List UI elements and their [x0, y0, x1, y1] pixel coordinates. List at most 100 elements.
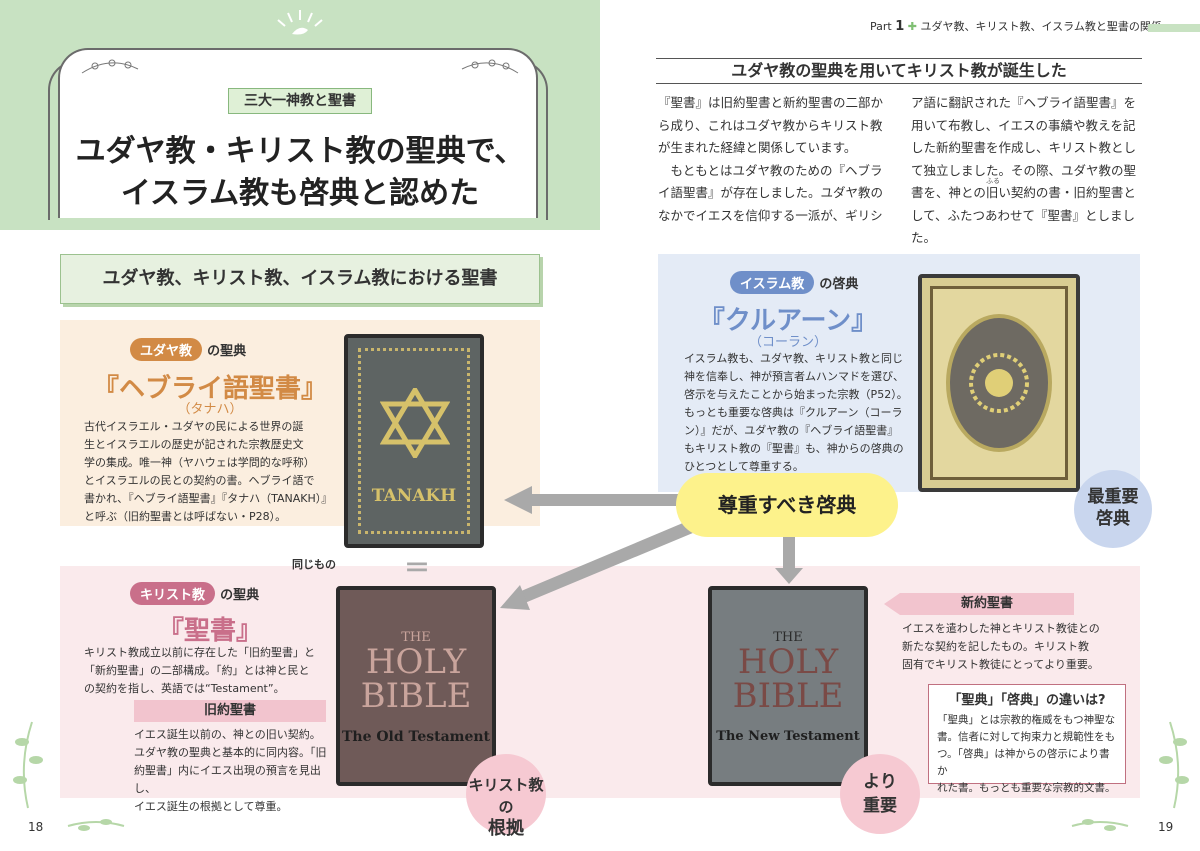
- text-line: 啓示を与えたことから始まった宗教（P52）。: [684, 388, 908, 401]
- text-line: 学の集成。唯一神（ヤハウェは学問的な呼称）: [84, 456, 315, 469]
- text-line: イスラム教も、ユダヤ教、キリスト教と同じ: [684, 352, 904, 365]
- page-number-right: 19: [1158, 820, 1174, 834]
- text-line: 「聖典」とは宗教的権威をもつ神聖な: [937, 714, 1116, 726]
- tanakh-cover-text: TANAKH: [371, 486, 457, 506]
- cover-holy: HOLY: [365, 642, 467, 682]
- leaf-vine-left-icon: [13, 721, 43, 809]
- intro-line: もともとはユダヤ教のための『ヘブラ: [658, 162, 883, 178]
- text-line: 神を信奉し、神が預言者ムハンマドを選び、: [684, 370, 904, 383]
- cover-subtitle: The Old Testament: [341, 729, 491, 745]
- text-line: 約聖書」内にイエス出現の預言を見出し、: [134, 764, 321, 795]
- diagram-title-band: ユダヤ教、キリスト教、イスラム教における聖書: [60, 254, 540, 304]
- vine-right-icon: [461, 59, 519, 74]
- islam-suffix: の啓典: [819, 277, 859, 292]
- intro-line: した新約聖書を作成し、キリスト教とし: [911, 140, 1137, 155]
- old-testament-text: イエス誕生以前の、神との旧い契約。 ユダヤ教の聖典と基本的に同内容。「旧 約聖書…: [134, 726, 334, 816]
- arrow-to-old-head: [500, 585, 530, 610]
- cover-subtitle: The New Testament: [716, 729, 860, 744]
- part-label: Part: [870, 20, 892, 33]
- leaf-sprig-right-icon: [1071, 819, 1129, 831]
- intro-line: ら成り、これはユダヤ教からキリスト教: [658, 117, 883, 133]
- old-testament-book-illustration: THE HOLY BIBLE The Old Testament: [336, 586, 496, 786]
- same-thing-label: 同じもの: [292, 558, 336, 571]
- leaf-vine-right-icon: [1159, 721, 1189, 809]
- judaism-reading: （タナハ）: [177, 402, 243, 417]
- intro-heading: ユダヤ教の聖典を用いてキリスト教が誕生した: [656, 58, 1142, 84]
- text-line: 生とイスラエルの歴史が記された宗教歴史文: [84, 438, 304, 451]
- difference-box: 「聖典」「啓典」の違いは? 「聖典」とは宗教的権威をもつ神聖な 書。信者に対して…: [928, 684, 1126, 794]
- part-title: ユダヤ教、キリスト教、イスラム教と聖書の関係: [920, 20, 1162, 33]
- cover-holy: HOLY: [737, 642, 839, 682]
- islam-text: イスラム教も、ユダヤ教、キリスト教と同じ 神を信奉し、神が預言者ムハンマドを選び…: [684, 350, 914, 476]
- intro-column-2: ア語に翻訳された『ヘブライ語聖書』を 用いて布教し、イエスの事績や教えを記 した…: [911, 92, 1147, 250]
- christianity-text: キリスト教成立以前に存在した「旧約聖書」と 「新約聖書」の二部構成。「約」とは神…: [84, 644, 344, 698]
- judaism-pill: ユダヤ教: [130, 338, 203, 361]
- judaism-book-title: 『ヘブライ語聖書』: [92, 374, 327, 404]
- part-separator-icon: ✚: [907, 20, 917, 33]
- intro-line: イ語聖書』が存在しました。ユダヤ教の: [658, 185, 884, 200]
- badge-line: 最重要: [1087, 487, 1139, 507]
- badge-line: より: [863, 772, 897, 792]
- new-testament-book-illustration: THE HOLY BIBLE The New Testament: [708, 586, 868, 786]
- text-line: もキリスト教の『聖書』も、神からの啓典の: [684, 442, 904, 455]
- respected-scripture-label: 尊重すべき啓典: [676, 473, 898, 537]
- badge-line: キリスト教の: [468, 776, 544, 816]
- cover-the: THE: [773, 630, 803, 645]
- text-line: キリスト教成立以前に存在した「旧約聖書」と: [84, 646, 315, 659]
- islam-label: イスラム教 の啓典: [730, 271, 858, 294]
- intro-line: て独立しました。その際、ユダヤ教の聖: [911, 162, 1137, 178]
- new-testament-label: 新約聖書: [900, 593, 1074, 615]
- arrow-to-judaism-head: [504, 486, 532, 514]
- intro-line: 用いて布教し、イエスの事績や教えを記: [911, 117, 1136, 133]
- ruby-text: ふる: [986, 177, 1000, 185]
- page-title-line2: イスラム教も啓典と認めた: [120, 176, 480, 211]
- topic-tag: 三大一神教と聖書: [228, 88, 372, 114]
- cover-the: THE: [401, 630, 431, 645]
- text-line: ユダヤ教の聖典と基本的に同内容。「旧: [134, 746, 327, 759]
- leaf-sprig-left-icon: [67, 819, 125, 831]
- intro-line: が生まれた経緯と関係しています。: [658, 140, 857, 155]
- badge-line: 啓典: [1096, 509, 1130, 529]
- badge-line: 根拠: [488, 818, 524, 839]
- text-line: イエス誕生の根拠として尊重。: [134, 800, 288, 813]
- book-page-illustration: [58, 48, 538, 218]
- difference-text: 「聖典」とは宗教的権威をもつ神聖な 書。信者に対して拘束力と規範性をも つ。「啓…: [937, 712, 1117, 797]
- new-label-arrow-icon: [884, 593, 900, 615]
- intro-line: 書を、神との旧い契約の書・旧約聖書と: [911, 185, 1136, 200]
- text-line: つ。「啓典」は神からの啓示により書か: [937, 748, 1110, 777]
- equal-sign: ＝: [404, 554, 431, 584]
- judaism-suffix: の聖典: [207, 344, 247, 359]
- christianity-pill: キリスト教: [130, 582, 216, 605]
- text-line: 書かれ、『ヘブライ語聖書』『タナハ（TANAKH）』: [84, 492, 333, 505]
- part-bar: [1148, 24, 1200, 32]
- islam-book-title: 『クルアーン』: [698, 306, 878, 336]
- dove-icon: [277, 10, 323, 35]
- text-line: の契約を指し、英語では“Testament”。: [84, 682, 285, 695]
- intro-line: 『聖書』は旧約聖書と新約聖書の二部か: [658, 95, 884, 110]
- ornament-icon: [969, 353, 1029, 413]
- part-number: 1: [895, 19, 905, 34]
- page-number-left: 18: [28, 820, 44, 834]
- text-line: 「新約聖書」の二部構成。「約」とは神と民と: [84, 664, 310, 677]
- cover-bible: BIBLE: [360, 676, 472, 716]
- christian-basis-badge: キリスト教の 根拠: [466, 754, 546, 839]
- text-line: とイスラエルの民との契約の書。ヘブライ語で: [84, 474, 315, 487]
- arrow-to-old-shaft: [514, 520, 700, 605]
- quran-book-illustration: [918, 274, 1080, 492]
- judaism-label: ユダヤ教 の聖典: [130, 338, 246, 361]
- cover-bible: BIBLE: [732, 676, 844, 716]
- christianity-book-title: 『聖書』: [157, 616, 262, 646]
- star-of-david-icon: [380, 388, 450, 458]
- text-line: イエスを遣わした神とキリスト教徒との: [902, 622, 1100, 635]
- arrow-to-new-shaft: [783, 536, 795, 570]
- text-line: イエス誕生以前の、神との旧い契約。: [134, 728, 321, 741]
- islam-pill: イスラム教: [730, 271, 815, 294]
- difference-title: 「聖典」「啓典」の違いは?: [948, 693, 1106, 708]
- page-title-line1: ユダヤ教・キリスト教の聖典で、: [75, 134, 525, 169]
- intro-line: なかでイエスを信仰する一派が、ギリシ: [658, 207, 883, 223]
- christianity-label: キリスト教 の聖典: [130, 582, 259, 605]
- badge-line: 重要: [863, 796, 897, 816]
- most-important-badge: 最重要 啓典: [1074, 470, 1152, 548]
- text-line: 古代イスラエル・ユダヤの民による世界の誕: [84, 420, 304, 433]
